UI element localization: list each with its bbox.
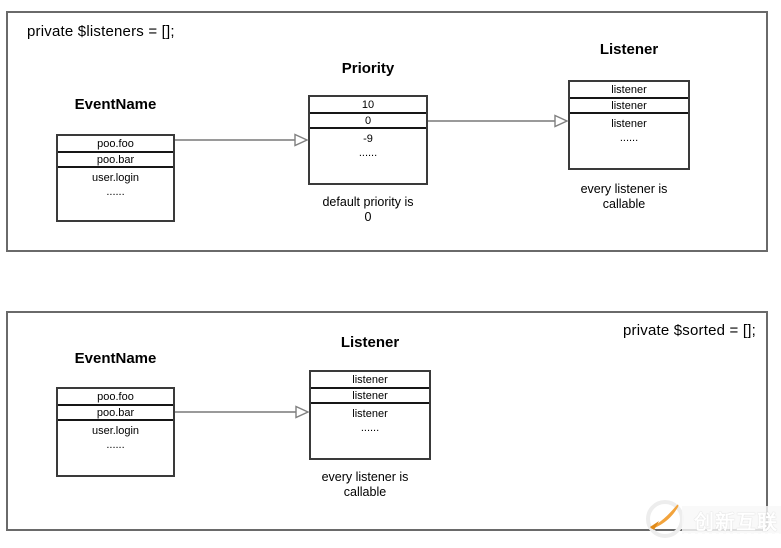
watermark-band: 创新互联 (682, 506, 781, 534)
table-cell-line: -9 (363, 133, 373, 145)
table-cell: 0 (310, 114, 426, 129)
table-cell: poo.foo (58, 389, 173, 406)
listener-title-top: Listener (599, 41, 659, 58)
eventname-table-bottom: poo.foo poo.bar user.login ...... (56, 387, 175, 477)
arrow-eventname-to-listener (175, 405, 310, 419)
table-cell: listener (311, 372, 429, 389)
table-cell-ellipsis: ...... (619, 132, 639, 144)
code-private-sorted: private $sorted = []; (622, 322, 756, 339)
arrow-priority-to-listener (428, 114, 569, 128)
table-cell: listener (311, 389, 429, 404)
priority-caption: default priority is 0 (303, 195, 433, 224)
listener-table-top: listener listener listener ...... (568, 80, 690, 170)
table-cell-ellipsis: ...... (106, 439, 125, 451)
listener-caption-line2: callable (602, 196, 646, 211)
priority-caption-line2: 0 (364, 209, 372, 224)
table-cell-ellipsis: ...... (358, 147, 378, 159)
table-cell: 10 (310, 97, 426, 114)
table-cell: -9 ...... (310, 129, 426, 183)
watermark-subline (684, 533, 781, 538)
table-cell-line: user.login (91, 425, 140, 437)
table-cell-ellipsis: ...... (360, 422, 380, 434)
watermark: 创新互联 (644, 497, 781, 541)
watermark-brand-text: 创新互联 (694, 511, 778, 534)
listener-caption-line1: every listener is (580, 182, 668, 196)
table-cell: listener (570, 99, 688, 114)
table-cell: poo.foo (58, 136, 173, 153)
swoosh-check-icon (646, 500, 684, 538)
table-cell: poo.bar (58, 406, 173, 421)
eventname-table-top: poo.foo poo.bar user.login ...... (56, 134, 175, 222)
listener-table-bottom: listener listener listener ...... (309, 370, 431, 460)
table-cell: listener ...... (311, 404, 429, 458)
table-cell: poo.bar (58, 153, 173, 168)
eventname-title-top: EventName (74, 96, 157, 113)
table-cell-ellipsis: ...... (106, 186, 125, 198)
table-cell: listener (570, 82, 688, 99)
listener-caption-line2: callable (343, 484, 387, 499)
priority-table: 10 0 -9 ...... (308, 95, 428, 185)
priority-title: Priority (341, 60, 395, 77)
arrow-eventname-to-priority (175, 133, 309, 147)
table-cell: user.login ...... (58, 168, 173, 220)
table-cell-line: listener (352, 408, 388, 420)
table-cell-line: listener (611, 118, 647, 130)
table-cell: listener ...... (570, 114, 688, 168)
table-cell: user.login ...... (58, 421, 173, 475)
listener-caption-bottom: every listener is callable (294, 470, 436, 499)
table-cell-line: user.login (91, 172, 140, 184)
listener-caption-top: every listener is callable (553, 182, 695, 211)
priority-caption-line1: default priority is (322, 195, 414, 209)
listener-caption-line1: every listener is (321, 470, 409, 484)
code-private-listeners: private $listeners = []; (27, 23, 175, 40)
eventname-title-bottom: EventName (74, 350, 157, 367)
listener-title-bottom: Listener (340, 334, 400, 351)
